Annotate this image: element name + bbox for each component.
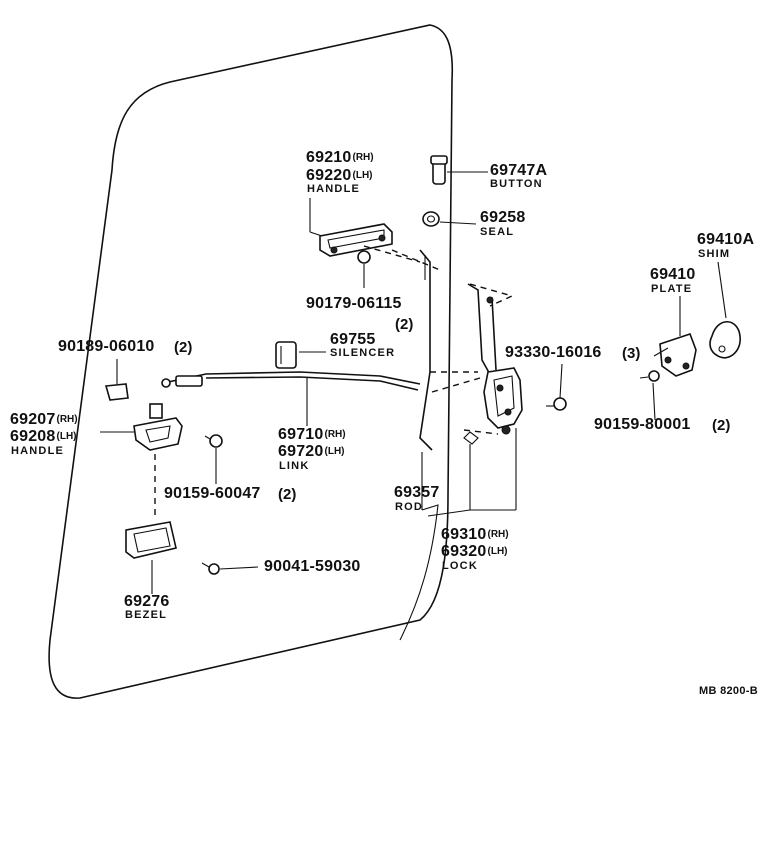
side-marker: (RH): [352, 152, 374, 163]
side-marker: (RH): [324, 429, 346, 440]
part-label-69207: 69207(RH): [10, 412, 78, 428]
handle-screw: [204, 434, 223, 484]
side-marker: (LH): [324, 446, 345, 457]
striker-plate: [653, 296, 697, 377]
part-label-69220: 69220(LH): [306, 168, 373, 184]
part-number: 69710: [278, 426, 324, 443]
part-number: 69720: [278, 443, 324, 460]
part-number: 69310: [441, 526, 487, 543]
part-name-link: LINK: [279, 460, 310, 472]
part-number-93330: 93330-16016: [505, 344, 602, 361]
part-number-90159-60047: 90159-60047: [164, 485, 261, 502]
side-marker: (RH): [487, 529, 509, 540]
silencer-part: [275, 341, 326, 369]
part-number: 69220: [306, 167, 352, 184]
part-name-silencer: SILENCER: [330, 347, 396, 359]
part-number-90159-80001: 90159-80001: [594, 416, 691, 433]
part-qty-90159-60047: (2): [278, 486, 297, 503]
handle-guide: [363, 245, 441, 271]
part-qty-93330: (3): [622, 345, 641, 362]
part-label-69208: 69208(LH): [10, 429, 77, 445]
button-part: [430, 155, 488, 185]
part-number-69276: 69276: [124, 593, 170, 610]
part-number-69410A: 69410A: [697, 231, 755, 248]
part-name-button: BUTTON: [490, 178, 543, 190]
part-number: 69207: [10, 411, 56, 428]
part-name-bezel: BEZEL: [125, 609, 168, 621]
seal-part: [422, 211, 477, 227]
part-name-rod: ROD: [395, 501, 424, 513]
outside-handle-part: [309, 198, 393, 288]
part-number: 69210: [306, 149, 352, 166]
lock-part: [427, 367, 523, 517]
part-label-69320: 69320(LH): [441, 544, 508, 560]
part-name-plate: PLATE: [651, 283, 693, 295]
part-number-69357: 69357: [394, 484, 440, 501]
side-marker: (LH): [56, 431, 77, 442]
door-outline: [48, 24, 454, 699]
bezel-part: [125, 521, 177, 594]
part-label-69210: 69210(RH): [306, 150, 374, 166]
part-qty-90159-80001: (2): [712, 417, 731, 434]
part-number-69747A: 69747A: [490, 162, 548, 179]
part-name-handle-inside: HANDLE: [11, 445, 65, 457]
part-qty-90179: (2): [395, 316, 414, 333]
part-label-69720: 69720(LH): [278, 444, 345, 460]
rod-part: [399, 249, 439, 641]
clip-part: [104, 359, 129, 401]
part-number-90189: 90189-06010: [58, 338, 155, 355]
part-name-shim: SHIM: [698, 248, 731, 260]
bezel-screw: [201, 562, 259, 575]
part-number-90179: 90179-06115: [306, 295, 402, 312]
part-qty-90189: (2): [174, 339, 193, 356]
part-number: 69320: [441, 543, 487, 560]
plate-bolt: [639, 370, 660, 421]
part-label-69710: 69710(RH): [278, 427, 346, 443]
shim-part: [709, 261, 741, 359]
part-number-69755: 69755: [330, 331, 376, 348]
part-label-69310: 69310(RH): [441, 527, 509, 543]
link-rod: [161, 371, 421, 426]
part-name-seal: SEAL: [480, 226, 515, 238]
part-number-90041: 90041-59030: [264, 558, 361, 575]
side-marker: (LH): [487, 546, 508, 557]
side-marker: (RH): [56, 414, 78, 425]
lock-rods: [430, 283, 515, 435]
side-marker: (LH): [352, 170, 373, 181]
inside-handle-part: [100, 403, 183, 451]
part-name-lock: LOCK: [442, 560, 478, 572]
lock-screw: [546, 363, 567, 411]
diagram-code: MB 8200-B: [699, 685, 758, 697]
part-number-69258: 69258: [480, 209, 526, 226]
part-number-69410: 69410: [650, 266, 696, 283]
part-name-handle: HANDLE: [307, 183, 361, 195]
part-number: 69208: [10, 428, 56, 445]
